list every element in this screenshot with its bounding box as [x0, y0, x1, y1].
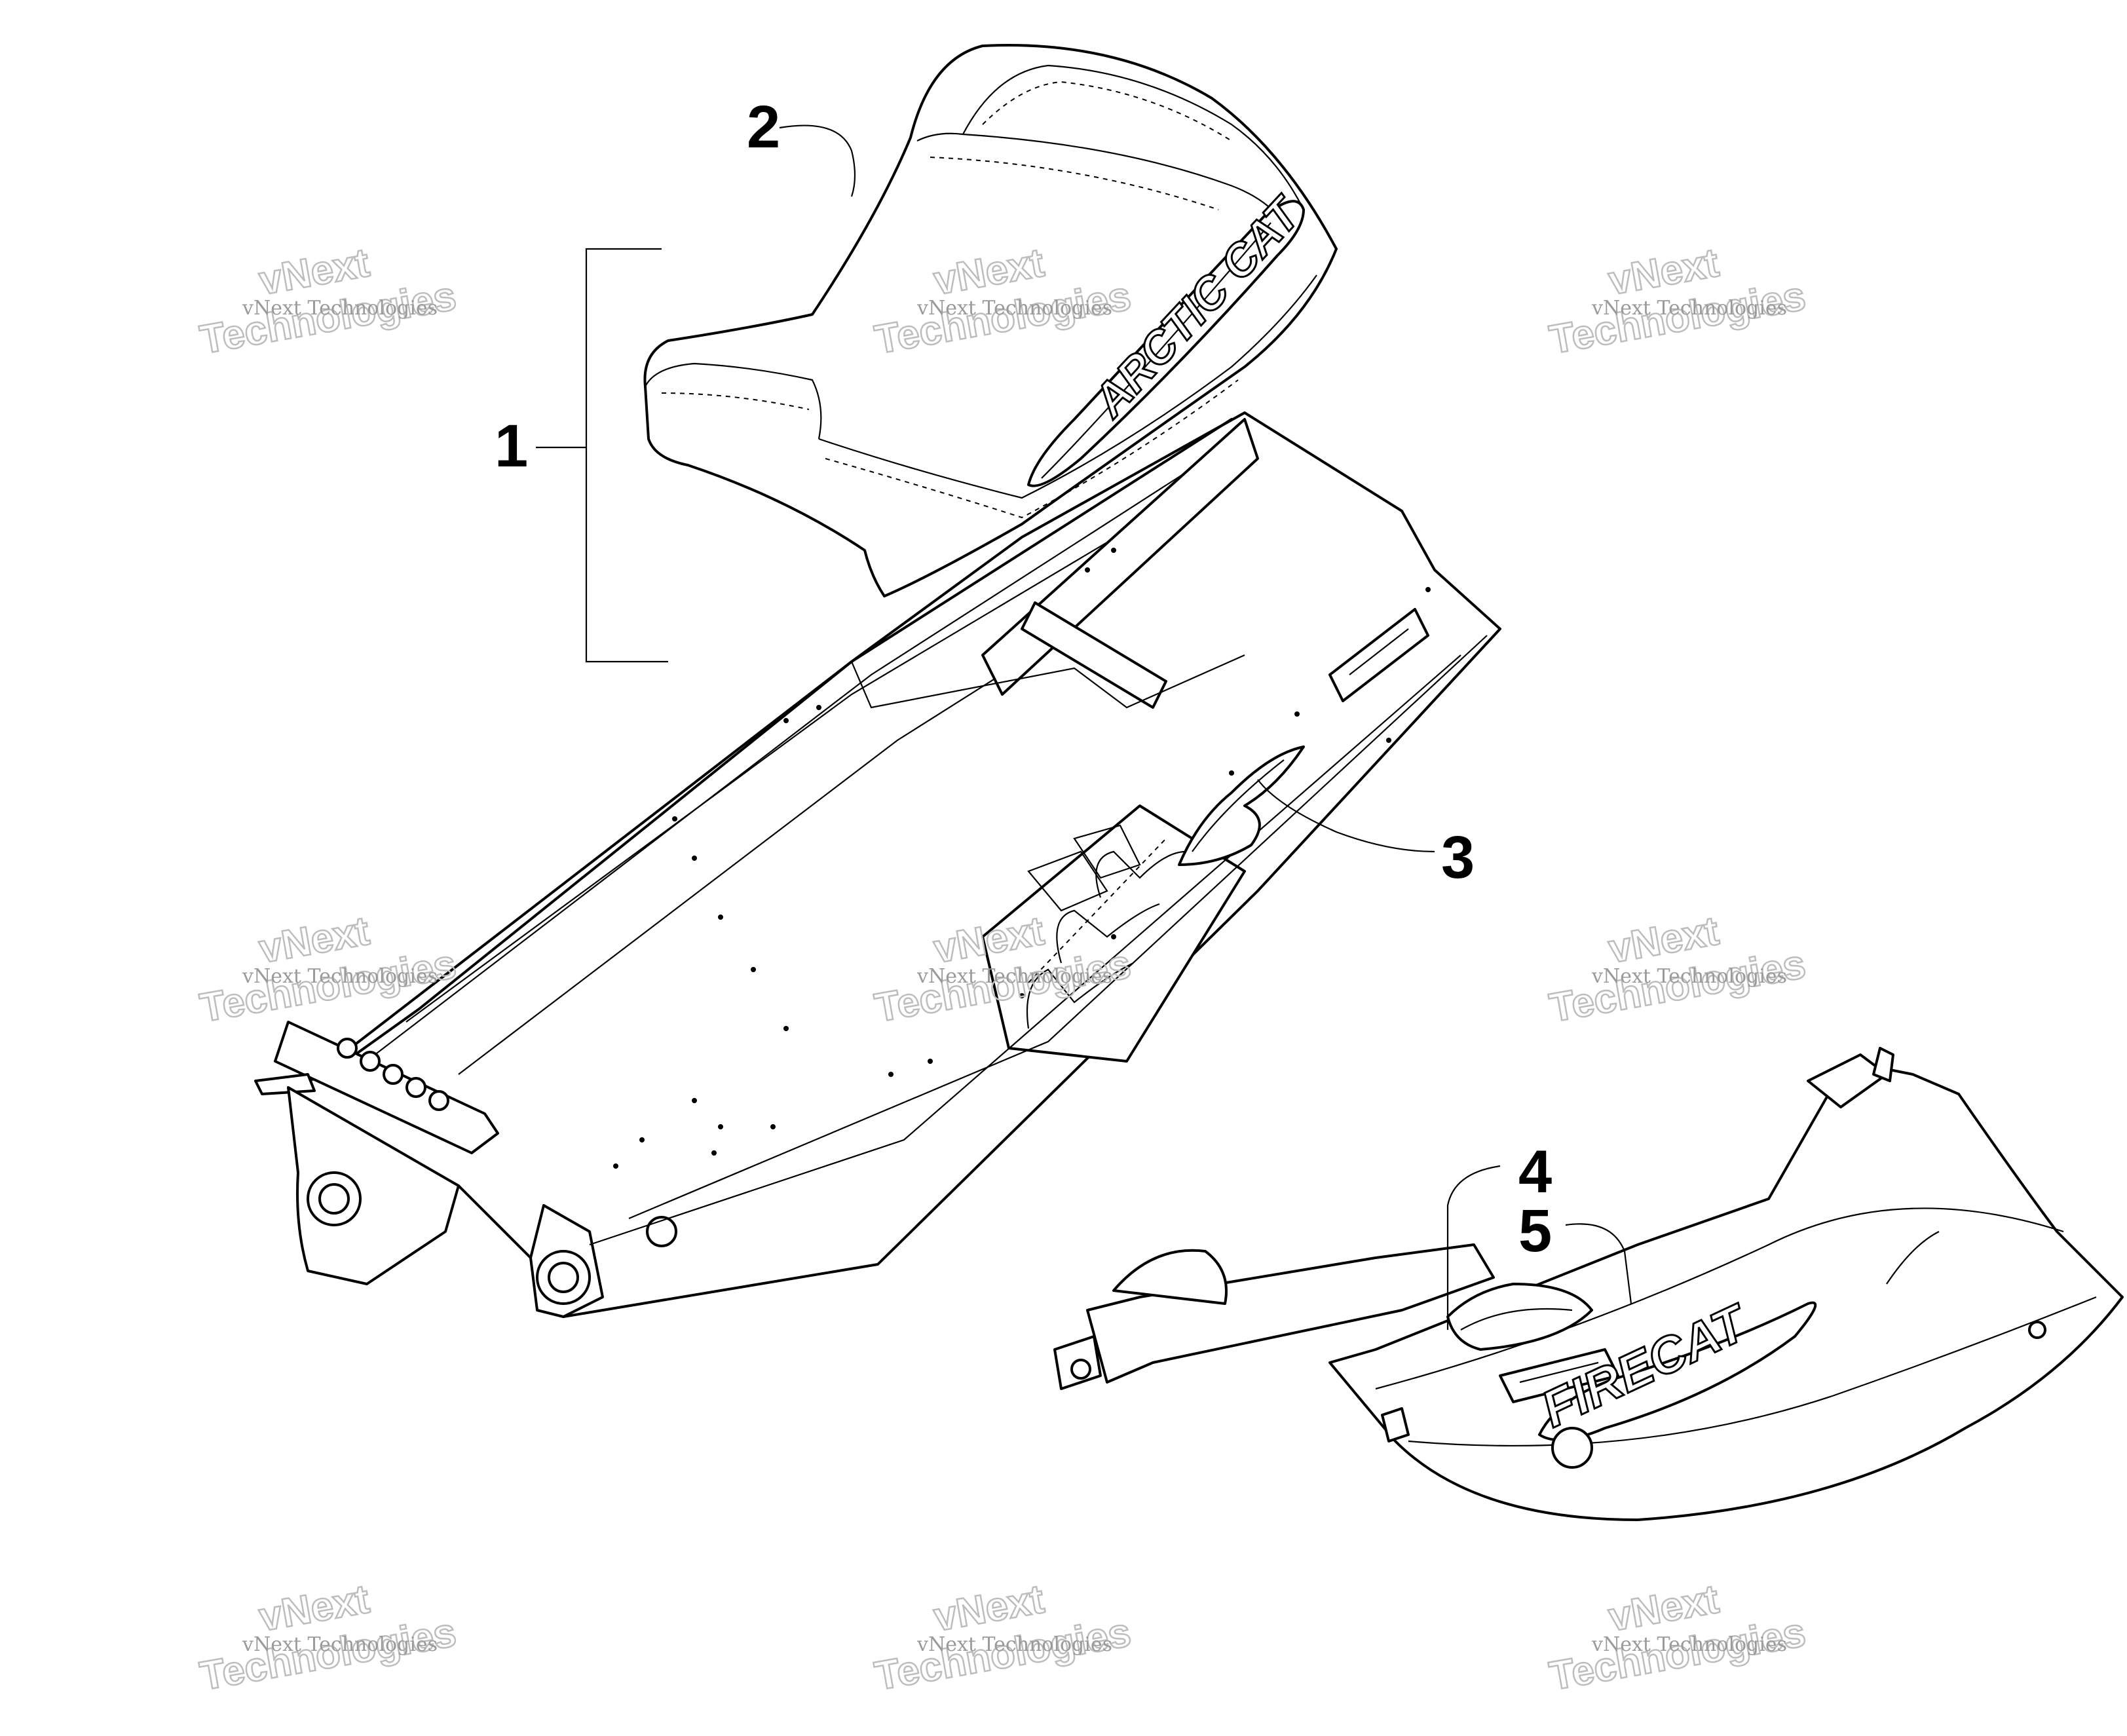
- watermark-small-line: vNext Technologies: [1591, 1633, 1787, 1656]
- watermark-small-line: vNext Technologies: [1591, 965, 1787, 988]
- callout-5: 5: [1518, 1198, 1552, 1264]
- tunnel-assembly: [254, 411, 1501, 1318]
- watermark-small-line: vNext Technologies: [242, 965, 438, 988]
- callout-3: 3: [1441, 824, 1475, 891]
- watermark-small-line: vNext Technologies: [916, 297, 1112, 320]
- watermark-small-line: vNext Technologies: [1591, 297, 1787, 320]
- callout-labels: 1 2 3 4 5: [495, 94, 1552, 1264]
- rivet-dots: [613, 548, 1431, 1169]
- watermark-small-line: vNext Technologies: [242, 297, 438, 320]
- watermark-small-line: vNext Technologies: [916, 965, 1112, 988]
- watermark-small-line: vNext Technologies: [916, 1633, 1112, 1656]
- callout-leaders: [536, 124, 1632, 1330]
- callout-1: 1: [495, 413, 528, 480]
- callout-2: 2: [747, 94, 780, 160]
- tunnel-flame-decal: [1178, 745, 1305, 866]
- hood-assembly: FIRECAT: [1053, 1047, 2124, 1521]
- watermark-small-line: vNext Technologies: [242, 1633, 438, 1656]
- rear-bumper-bar: [254, 1021, 499, 1154]
- callout-4: 4: [1518, 1139, 1552, 1205]
